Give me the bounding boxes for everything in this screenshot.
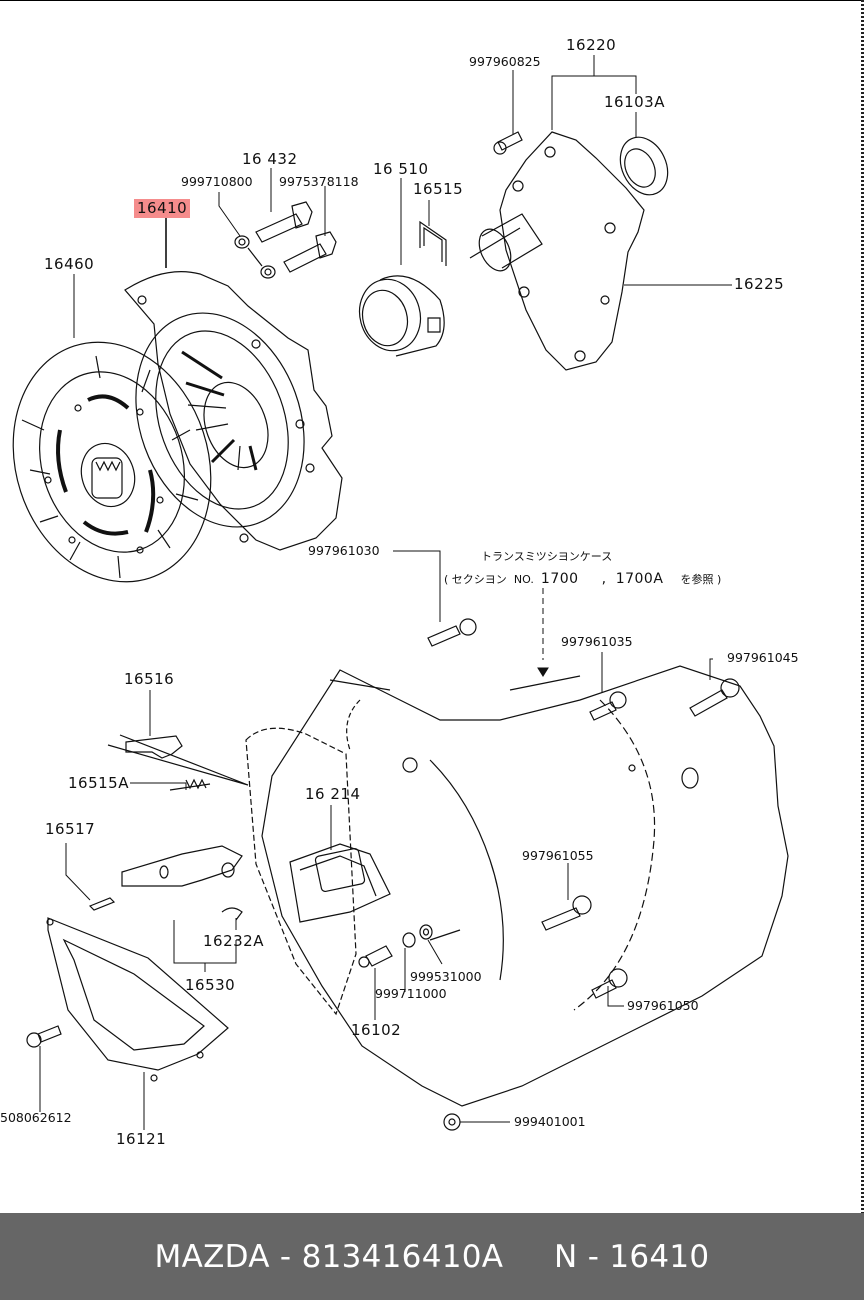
part-label-997960825[interactable]: 997960825 <box>469 54 541 69</box>
bolt-997961055[interactable] <box>542 896 591 930</box>
bolt-997961030[interactable] <box>428 619 476 646</box>
exploded-parts-diagram <box>0 0 864 1213</box>
clip-16516[interactable] <box>108 735 248 785</box>
note-section-no: NO. <box>513 573 534 586</box>
bolt-9975378118[interactable] <box>284 232 336 272</box>
part-label-997961055[interactable]: 997961055 <box>522 848 594 863</box>
part-label-16103A[interactable]: 16103A <box>604 93 665 111</box>
footer-part-number: MAZDA - 813416410A N - 16410 <box>154 1238 710 1275</box>
washer-999531000[interactable] <box>420 925 432 939</box>
footer-bar: MAZDA - 813416410A N - 16410 <box>0 1213 864 1300</box>
note-separator: , <box>601 571 607 587</box>
oil-seal-16103A[interactable] <box>611 130 676 203</box>
part-label-16510[interactable]: 16 510 <box>373 160 429 178</box>
part-label-9975378118[interactable]: 9975378118 <box>279 174 359 189</box>
part-label-16515A[interactable]: 16515A <box>68 774 129 792</box>
part-label-16530[interactable]: 16530 <box>185 976 236 994</box>
clip-16232A[interactable] <box>222 908 242 920</box>
page-edge-border <box>861 0 864 1213</box>
part-label-16214[interactable]: 16 214 <box>305 785 361 803</box>
part-label-508062612[interactable]: 508062612 <box>0 1110 72 1125</box>
part-label-16225[interactable]: 16225 <box>734 275 785 293</box>
part-label-16121[interactable]: 16121 <box>116 1130 167 1148</box>
part-label-997961045[interactable]: 997961045 <box>727 650 799 665</box>
part-label-16432[interactable]: 16 432 <box>242 150 298 168</box>
boot-16214[interactable] <box>290 844 390 922</box>
part-label-997961035[interactable]: 997961035 <box>561 634 633 649</box>
note-section-prefix: ( セクシヨン <box>444 573 507 586</box>
part-label-999711000[interactable]: 999711000 <box>375 986 447 1001</box>
release-bearing-16510[interactable] <box>352 272 444 357</box>
bolt-16432[interactable] <box>256 202 312 242</box>
nut-999401001[interactable] <box>444 1114 460 1130</box>
switch-16102[interactable] <box>359 946 392 967</box>
note-section-reference: ( セクシヨン NO. 1700 , 1700A を参照 ) <box>444 568 721 587</box>
spring-16515A[interactable] <box>170 780 210 790</box>
part-label-997961030[interactable]: 997961030 <box>308 543 380 558</box>
part-label-16460[interactable]: 16460 <box>44 255 95 273</box>
part-label-999710800[interactable]: 999710800 <box>181 174 253 189</box>
clip-16515[interactable] <box>420 222 446 266</box>
front-cover-16225[interactable] <box>470 132 644 370</box>
part-label-999531000[interactable]: 999531000 <box>410 969 482 984</box>
part-label-16410-highlighted[interactable]: 16410 <box>134 199 191 218</box>
pin-16517[interactable] <box>90 898 114 910</box>
part-label-16517[interactable]: 16517 <box>45 820 96 838</box>
note-section-ref-1700[interactable]: 1700 <box>540 571 579 587</box>
part-label-16232A[interactable]: 16232A <box>203 932 264 950</box>
bolt-997960825[interactable] <box>494 132 522 154</box>
bolt-508062612[interactable] <box>27 1026 61 1047</box>
note-transmission-case: トランスミツシヨンケース <box>481 550 613 563</box>
leader-lines <box>40 55 732 1130</box>
cover-plate-16121[interactable] <box>47 918 228 1081</box>
washer-999710800[interactable] <box>235 236 275 278</box>
note-section-suffix: を参照 ) <box>680 573 722 586</box>
part-label-16102[interactable]: 16102 <box>351 1021 402 1039</box>
washer-999711000[interactable] <box>403 933 415 947</box>
transmission-case <box>246 666 788 1106</box>
part-label-16516[interactable]: 16516 <box>124 670 175 688</box>
clutch-disc-16460[interactable] <box>0 316 241 607</box>
bolt-997961045[interactable] <box>690 679 739 716</box>
part-label-999401001[interactable]: 999401001 <box>514 1114 586 1129</box>
bolt-997961050[interactable] <box>592 969 627 998</box>
part-label-16515[interactable]: 16515 <box>413 180 464 198</box>
bolt-997961035[interactable] <box>590 692 626 720</box>
release-fork-16530[interactable] <box>122 846 242 886</box>
note-section-ref-1700A[interactable]: 1700A <box>615 571 664 587</box>
part-label-997961050[interactable]: 997961050 <box>627 998 699 1013</box>
top-border <box>0 0 864 1</box>
clutch-pressure-plate-16410[interactable] <box>107 272 342 551</box>
part-label-16220[interactable]: 16220 <box>566 36 617 54</box>
